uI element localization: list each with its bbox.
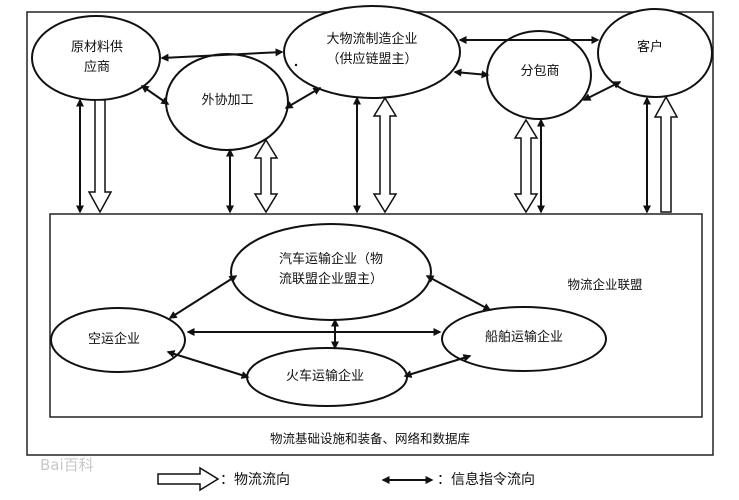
alliance-frame [49,213,703,418]
arrow-manufacturer-subcontractor [453,68,490,79]
legend-info-label: ：信息指令流向 [437,472,535,488]
customer-label: 客户 [636,40,663,55]
manufacturer-label-line2: （供应链盟主） [326,52,418,67]
arrow-train-ship [403,354,472,378]
physical-flow-arrows [87,95,679,492]
manufacturer-label: 大物流制造企业 （供应链盟主） [300,30,444,70]
flow-arrow-outsourcing [253,138,279,214]
arrow-truck-air [168,275,238,319]
truck-label: 汽车运输企业（物 流联盟企业盟主） [246,250,416,290]
legend-physical-arrow [157,466,220,492]
air-label: 空运企业 [87,332,140,347]
flow-arrow-supplier [87,99,113,214]
flow-arrow-manufacturer [372,96,398,214]
watermark: Bai百科 [40,456,94,474]
supplier-label: 原材料供 应商 [52,38,142,78]
subcontractor-label: 分包商 [520,64,560,79]
train-label: 火车运输企业 [285,369,364,384]
ship-label: 船舶运输企业 [484,330,563,345]
info-arrows [76,36,651,379]
ship-node [441,306,607,372]
alliance-label: 物流企业联盟 [567,277,643,292]
manufacturer-node [283,5,461,99]
truck-label-line2: 流联盟企业盟主） [278,272,383,287]
flow-arrow-customer [653,95,679,213]
arrow-truck-ship [425,275,492,311]
supplier-label-line2: 应商 [83,60,110,75]
arrow-supplier-manufacturer [160,48,284,62]
arrow-outsourcing-manufacturer [284,87,322,109]
legend-physical-label: ：物流流向 [220,472,290,488]
arrow-subcontractor-customer [582,81,622,101]
truck-label-line1: 汽车运输企业（物 [278,252,383,267]
infrastructure-label: 物流基础设施和装备、网络和数据库 [269,431,470,446]
outsourcing-label: 外协加工 [201,93,254,108]
customer-node [597,8,713,98]
air-node [50,307,186,373]
arrow-supplier-outsourcing [140,85,170,105]
manufacturer-label-line1: 大物流制造企业 [326,32,418,47]
supplier-label-line1: 原材料供 [70,40,123,55]
arrow-air-train [166,350,250,379]
flow-arrow-subcontractor [513,118,539,214]
